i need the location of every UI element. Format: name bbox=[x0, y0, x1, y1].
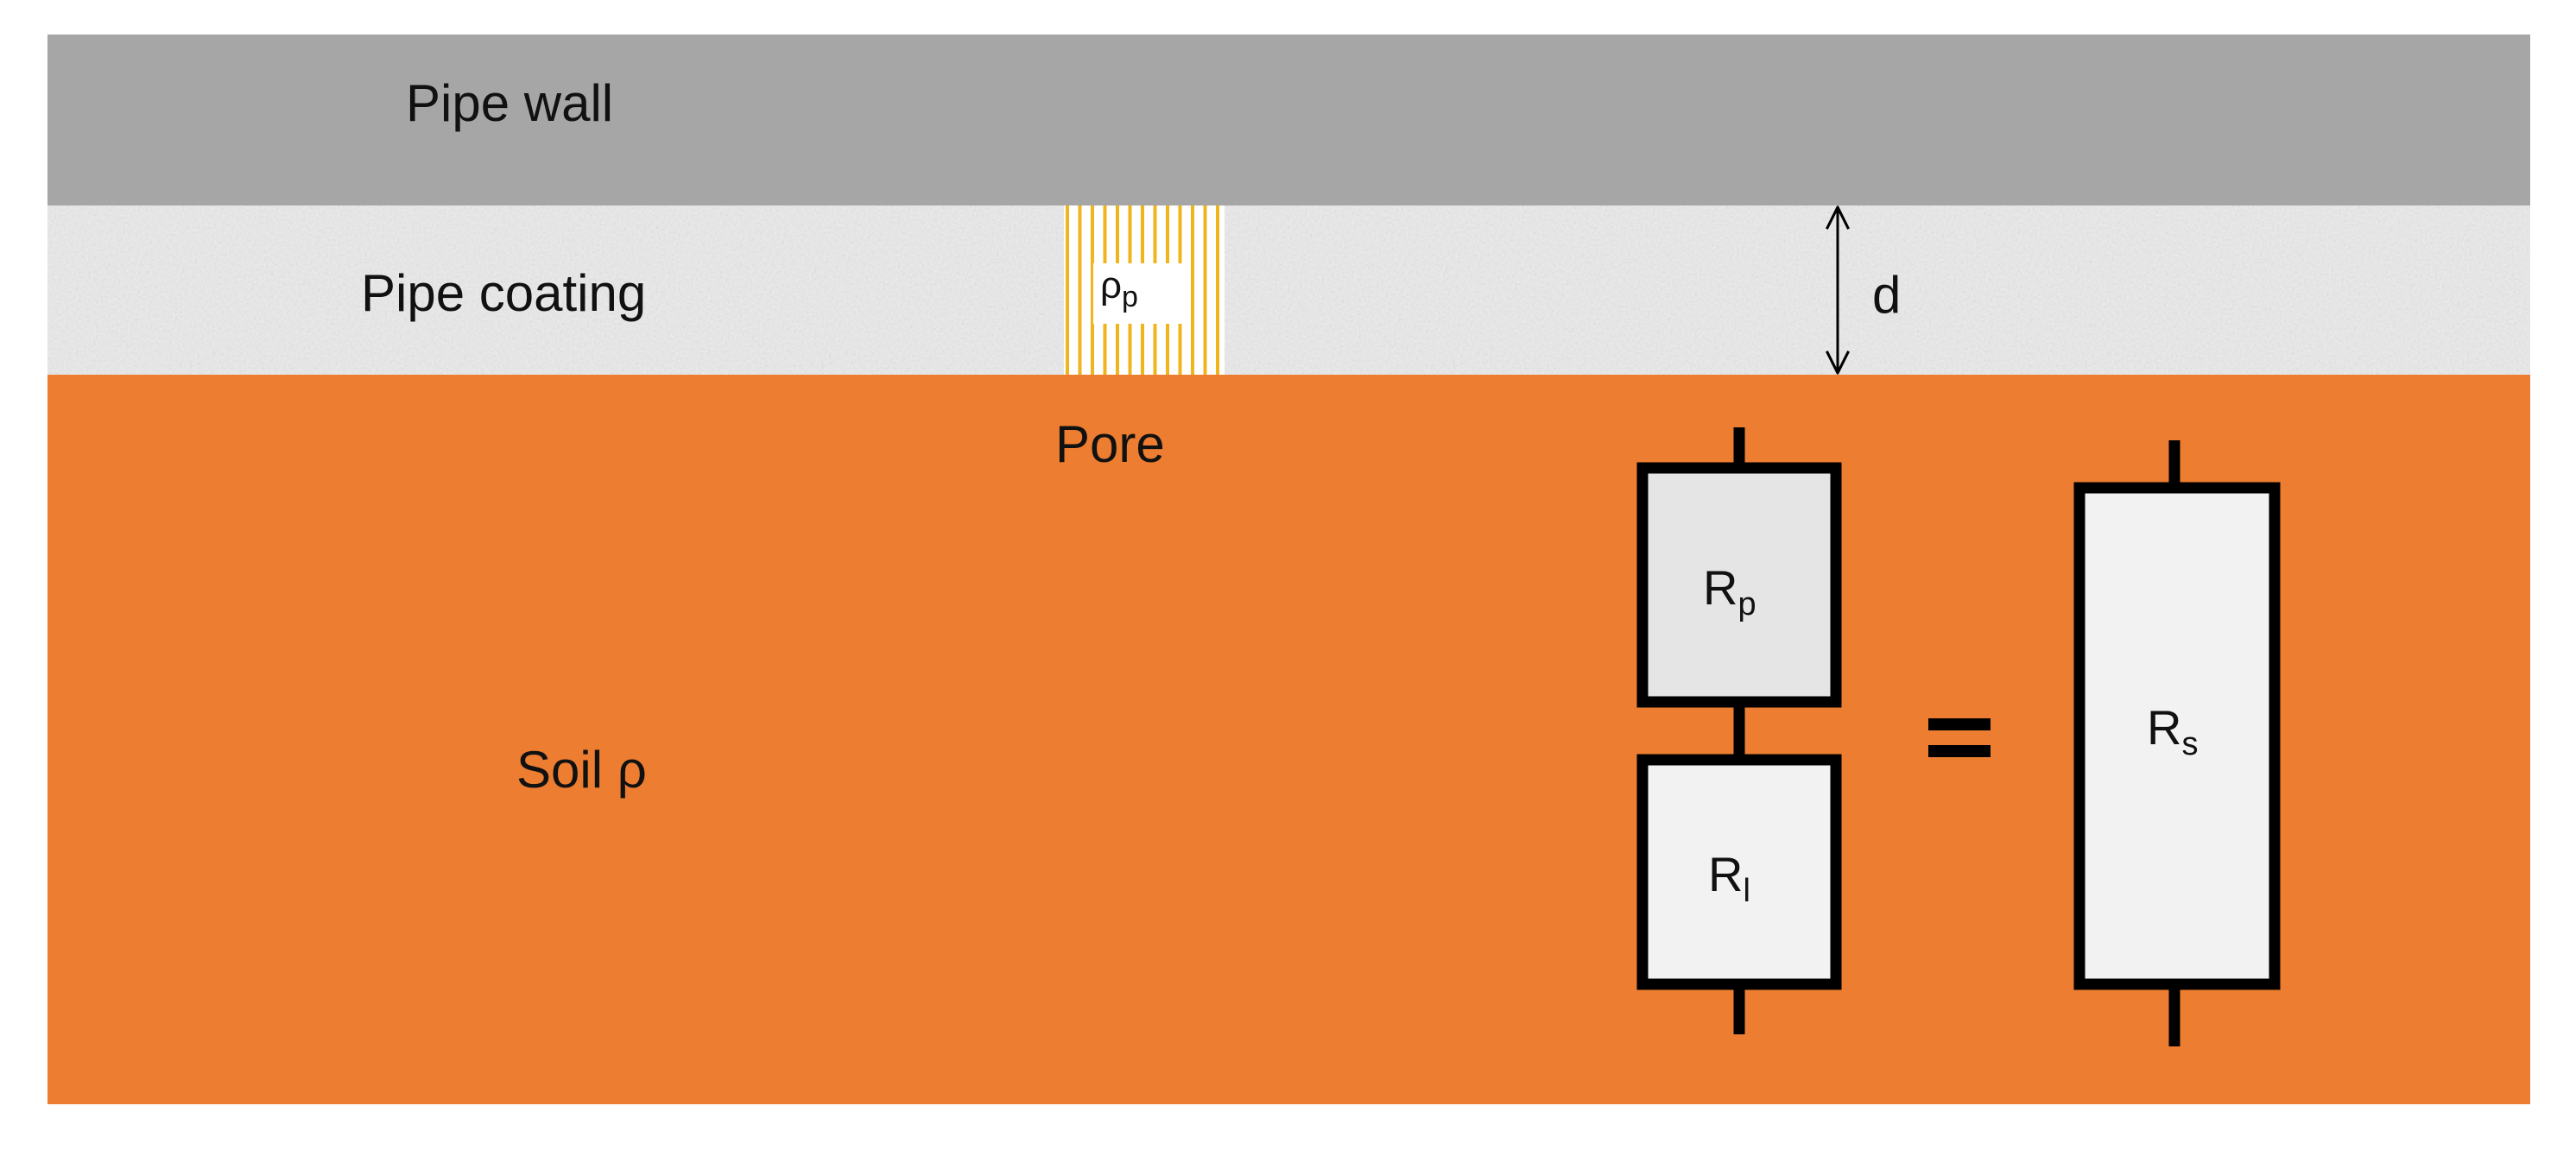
pore-resistor-label: Rp bbox=[1703, 560, 1756, 622]
liquid-resistor-label: Rl bbox=[1708, 847, 1750, 909]
pore-resistivity-label: ρp bbox=[1100, 264, 1138, 313]
pipe-coating-label: Pipe coating bbox=[361, 264, 646, 322]
soil-label: Soil ρ bbox=[516, 741, 647, 799]
series-resistor-circuit bbox=[1636, 427, 1842, 1034]
liquid-resistor-box bbox=[1636, 754, 1842, 990]
pore-label: Pore bbox=[1055, 415, 1165, 473]
equivalent-resistor-label: Rs bbox=[2147, 700, 2198, 762]
equals-sign bbox=[1928, 718, 1991, 757]
pore-resistor-box bbox=[1636, 462, 1842, 708]
pipe-wall-layer bbox=[47, 35, 2530, 205]
thickness-label: d bbox=[1872, 266, 1901, 324]
pipe-coating-texture bbox=[47, 205, 2530, 375]
pipe-wall-label: Pipe wall bbox=[406, 74, 613, 132]
pore: ρp bbox=[1064, 205, 1225, 375]
equivalent-resistor bbox=[2073, 440, 2281, 1046]
equivalent-resistor-box bbox=[2073, 482, 2281, 990]
